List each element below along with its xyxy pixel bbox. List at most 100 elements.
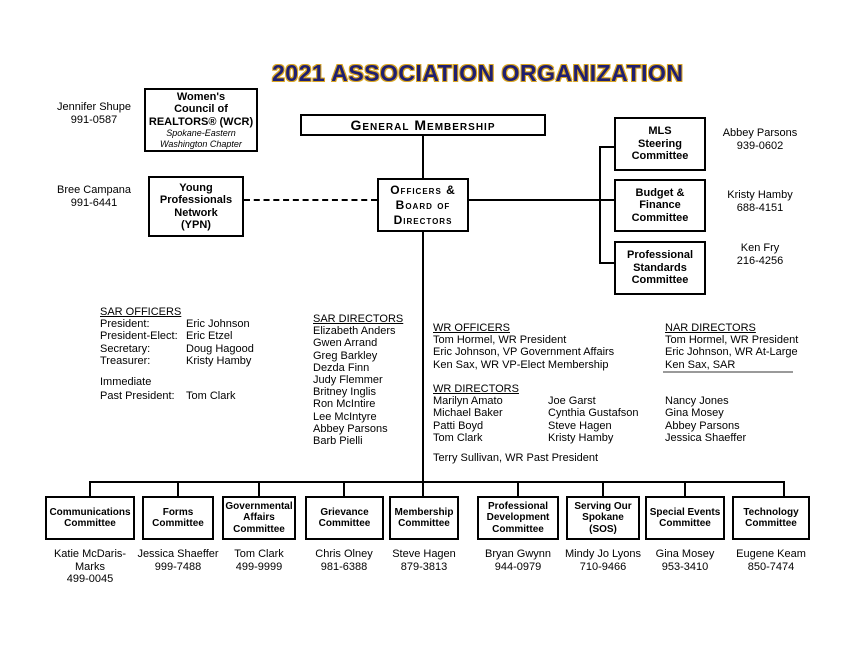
- general-membership-label: General Membership: [350, 117, 496, 133]
- director-name: Barb Pielli: [313, 435, 363, 448]
- mls-contact: Abbey Parsons 939-0602: [712, 127, 808, 152]
- wr-directors-col3: Nancy Jones Gina Mosey Abbey Parsons Jes…: [665, 395, 746, 444]
- connector-stub-mls: [599, 146, 614, 148]
- contact-name: Jessica Shaeffer: [137, 548, 219, 560]
- wcr-line: Women's: [176, 90, 226, 103]
- governmental-affairs-box: Governmental Affairs Committee: [222, 496, 296, 540]
- contact-name: Steve Hagen: [392, 548, 456, 560]
- officer-name: Doug Hagood: [186, 342, 254, 355]
- box-line: Budget &: [635, 186, 685, 199]
- connector-stub-prof-standards: [599, 262, 614, 264]
- officer-name: Eric Johnson, VP Government Affairs: [433, 346, 615, 359]
- grievance-committee-box: Grievance Committee: [305, 496, 384, 540]
- director-name: Britney Inglis: [313, 386, 376, 399]
- box-line: Governmental: [225, 500, 293, 512]
- box-line: Committee: [152, 518, 204, 529]
- professional-standards-box: Professional Standards Committee: [614, 241, 706, 295]
- contact-phone: 216-4256: [736, 254, 784, 267]
- director-name: Abbey Parsons: [313, 422, 388, 435]
- serving-our-spokane-box: Serving Our Spokane (SOS): [566, 496, 640, 540]
- contact-name: Eugene Keam: [736, 548, 806, 560]
- stub-technology: [783, 481, 785, 497]
- director-name: Tom Clark: [433, 431, 483, 444]
- communications-contact: Katie McDaris- Marks 499-0045: [40, 548, 140, 586]
- forms-committee-box: Forms Committee: [142, 496, 214, 540]
- officer-name: Tom Hormel, WR President: [433, 334, 567, 347]
- contact-name: Bree Campana: [57, 184, 131, 196]
- prof-development-contact: Bryan Gwynn 944-0979: [468, 548, 568, 573]
- director-name: Eric Johnson, WR At-Large: [665, 346, 798, 359]
- box-line: Committee: [233, 523, 285, 535]
- contact-phone: 953-3410: [661, 560, 709, 573]
- wr-directors-col2: Joe Garst Cynthia Gustafson Steve Hagen …: [548, 395, 665, 444]
- contact-name: Marks: [75, 560, 105, 573]
- box-line: Standards: [633, 261, 687, 274]
- officer-title: Past President:: [100, 390, 175, 403]
- past-president-row: Past President: Tom Clark: [100, 390, 254, 402]
- stub-sos: [602, 481, 604, 497]
- officer-name: Ken Sax, WR VP-Elect Membership: [433, 358, 609, 371]
- contact-name: Ken Fry: [740, 242, 780, 254]
- officer-title: Treasurer:: [100, 354, 151, 367]
- wcr-line: Council of: [174, 103, 228, 116]
- connector-ypn-dashed: [244, 199, 377, 201]
- director-name: Abbey Parsons: [665, 419, 740, 432]
- officers-board-box: Officers & Board of Directors: [377, 178, 469, 232]
- director-name: Ron McIntire: [313, 398, 376, 411]
- membership-contact: Steve Hagen 879-3813: [374, 548, 474, 573]
- nar-directors-heading: NAR DIRECTORS: [665, 322, 756, 334]
- officer-row: President-Elect: Eric Etzel: [100, 330, 254, 342]
- box-line: Special Events: [649, 506, 721, 518]
- officer-name: Tom Clark: [186, 390, 236, 403]
- mls-steering-box: MLS Steering Committee: [614, 117, 706, 171]
- ypn-contact: Bree Campana 991-6441: [48, 184, 140, 209]
- governmental-contact: Tom Clark 499-9999: [209, 548, 309, 573]
- contact-name: Jennifer Shupe: [57, 101, 131, 113]
- director-name: Gwen Arrand: [313, 337, 378, 350]
- director-name: Michael Baker: [433, 407, 503, 420]
- wcr-line: REALTORS® (WCR): [148, 115, 254, 128]
- director-name: Lee McIntyre: [313, 410, 377, 423]
- membership-committee-box: Membership Committee: [389, 496, 459, 540]
- ypn-line: Network: [174, 206, 218, 219]
- stub-governmental: [258, 481, 260, 497]
- contact-phone: 999-7488: [154, 560, 202, 573]
- box-line: Professional: [487, 500, 549, 512]
- box-line: Finance: [639, 199, 681, 212]
- wcr-box: Women's Council of REALTORS® (WCR) Spoka…: [144, 88, 258, 152]
- box-line: Committee: [631, 274, 689, 287]
- officer-row: Treasurer: Kristy Hamby: [100, 355, 254, 367]
- officers-line: Directors: [393, 212, 453, 227]
- contact-name: Tom Clark: [234, 548, 284, 560]
- connector-right-vertical: [599, 146, 601, 264]
- stub-membership: [422, 481, 424, 497]
- page-title: 2021 ASSOCIATION ORGANIZATION: [272, 60, 684, 86]
- box-line: Technology: [743, 506, 799, 518]
- contact-name: Abbey Parsons: [722, 127, 798, 139]
- box-line: Committee: [745, 518, 797, 529]
- contact-name: Mindy Jo Lyons: [564, 548, 642, 560]
- general-membership-box: General Membership: [300, 114, 546, 136]
- director-name: Patti Boyd: [433, 419, 484, 432]
- stub-special-events: [684, 481, 686, 497]
- director-name: Gina Mosey: [665, 407, 724, 420]
- contact-phone: 991-6441: [70, 196, 118, 209]
- wcr-subtitle: Washington Chapter: [160, 138, 242, 149]
- contact-name: Gina Mosey: [655, 548, 715, 560]
- special-events-box: Special Events Committee: [645, 496, 725, 540]
- sos-contact: Mindy Jo Lyons 710-9466: [553, 548, 653, 573]
- contact-phone: 981-6388: [320, 560, 368, 573]
- box-line: Forms: [162, 506, 194, 518]
- contact-phone: 499-9999: [235, 560, 283, 573]
- nar-divider-line: [663, 371, 793, 373]
- sar-officers-list: SAR OFFICERS President: Eric Johnson Pre…: [100, 306, 254, 402]
- box-line: Committee: [631, 150, 689, 163]
- ypn-line: (YPN): [181, 219, 211, 231]
- sar-directors-heading: SAR DIRECTORS: [313, 313, 404, 325]
- budget-contact: Kristy Hamby 688-4151: [712, 189, 808, 214]
- officer-name: Eric Etzel: [186, 330, 233, 343]
- contact-phone: 850-7474: [747, 560, 795, 573]
- officer-row: Secretary: Doug Hagood: [100, 343, 254, 355]
- wr-officers-list: WR OFFICERS Tom Hormel, WR President Eri…: [433, 322, 614, 371]
- wr-directors-heading: WR DIRECTORS: [433, 383, 519, 395]
